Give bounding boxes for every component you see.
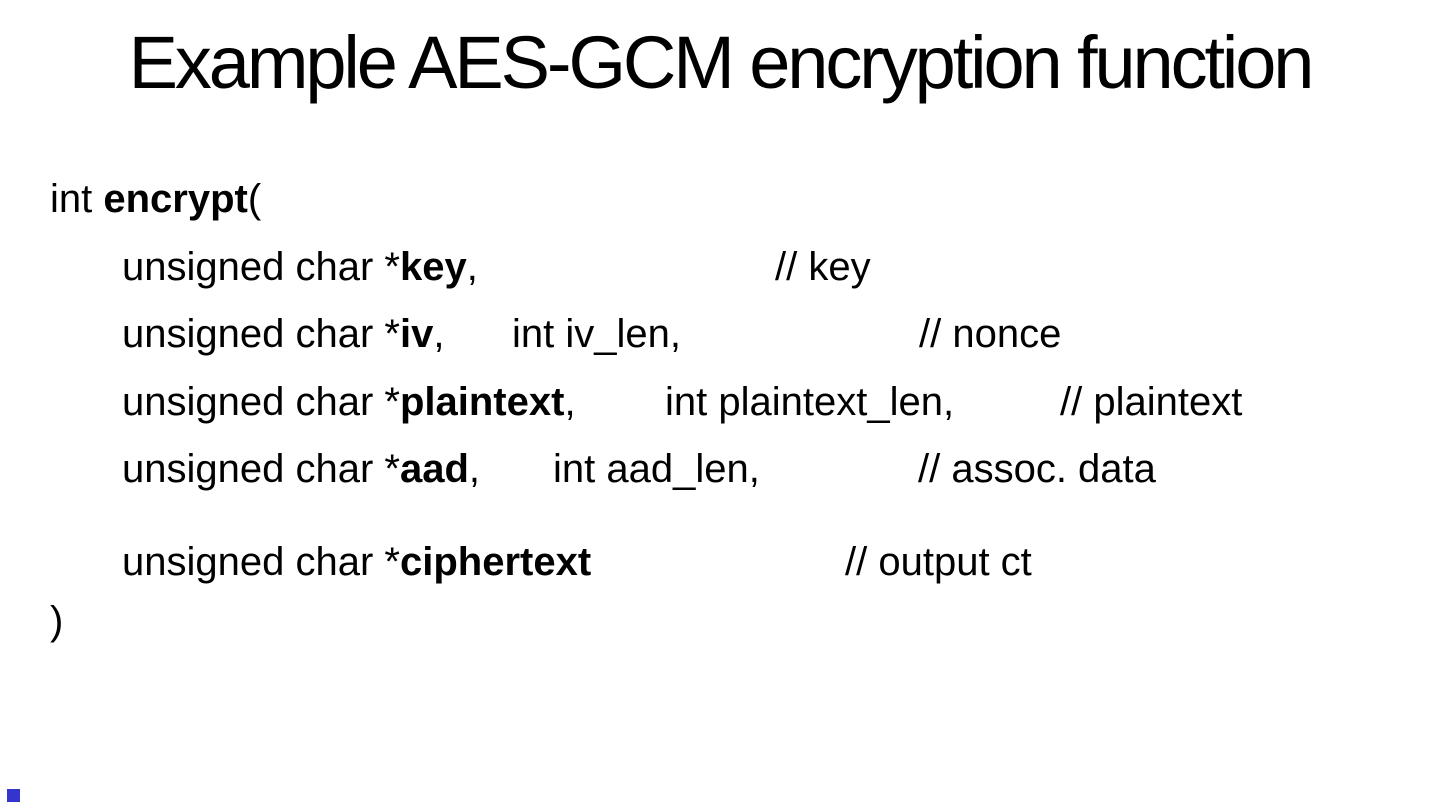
- signature-text: int encrypt(: [50, 176, 261, 222]
- code-comment: // key: [775, 245, 871, 289]
- param-line-key: unsigned char *key, // key: [0, 244, 1440, 290]
- param-line-aad: unsigned char *aad, int aad_len, // asso…: [0, 446, 1440, 492]
- param-type-prefix: unsigned char *: [122, 540, 400, 584]
- param-type-prefix: unsigned char *: [122, 447, 400, 491]
- slide-title: Example AES-GCM encryption function: [128, 21, 1315, 104]
- param-name: iv: [399, 312, 434, 356]
- param-declaration: unsigned char *key,: [122, 244, 478, 290]
- function-name: encrypt: [103, 177, 248, 221]
- code-comment: // plaintext: [1060, 380, 1243, 424]
- param-comma: ,: [433, 312, 445, 356]
- open-paren: (: [247, 177, 262, 221]
- closing-paren-line: ): [0, 598, 1440, 644]
- function-signature-line: int encrypt(: [0, 176, 1440, 222]
- param-comma: ,: [564, 380, 576, 424]
- code-comment: // nonce: [919, 312, 1062, 356]
- corner-marker: [7, 789, 20, 802]
- param-name: key: [399, 245, 467, 289]
- param-declaration: unsigned char *ciphertext: [122, 539, 591, 585]
- code-comment: // output ct: [845, 540, 1032, 584]
- param-declaration: unsigned char *iv,: [122, 311, 444, 357]
- param-name: plaintext: [399, 380, 565, 424]
- param-comma: ,: [466, 245, 478, 289]
- param-line-plaintext: unsigned char *plaintext, int plaintext_…: [0, 379, 1440, 425]
- param-type-prefix: unsigned char *: [122, 312, 400, 356]
- length-argument: int iv_len,: [512, 312, 681, 356]
- return-type: int: [50, 177, 104, 221]
- param-declaration: unsigned char *aad,: [122, 446, 480, 492]
- param-declaration: unsigned char *plaintext,: [122, 379, 576, 425]
- param-line-iv: unsigned char *iv, int iv_len, // nonce: [0, 311, 1440, 357]
- param-name: aad: [399, 447, 469, 491]
- param-type-prefix: unsigned char *: [122, 245, 400, 289]
- length-argument: int plaintext_len,: [665, 380, 955, 424]
- param-line-ciphertext: unsigned char *ciphertext // output ct: [0, 539, 1440, 585]
- code-comment: // assoc. data: [918, 447, 1156, 491]
- length-argument: int aad_len,: [553, 447, 760, 491]
- param-comma: ,: [468, 447, 481, 491]
- param-name: ciphertext: [399, 540, 592, 584]
- param-type-prefix: unsigned char *: [122, 380, 400, 424]
- close-paren: ): [50, 599, 64, 643]
